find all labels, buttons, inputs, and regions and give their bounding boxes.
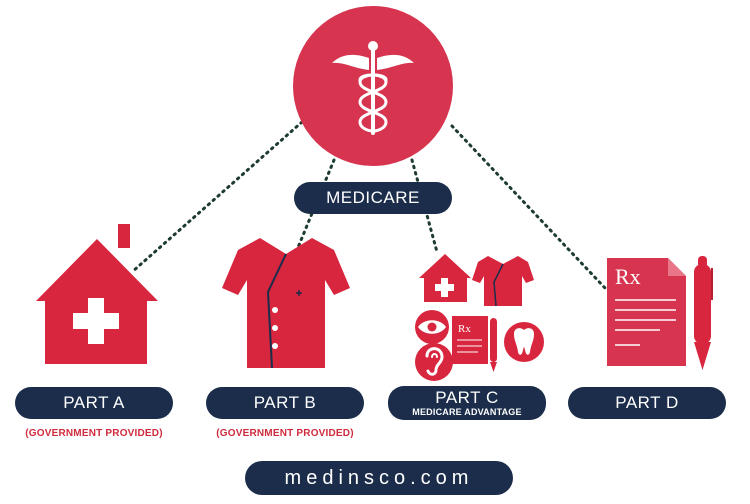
part-b-caption: (GOVERNMENT PROVIDED)	[216, 428, 354, 439]
part-a-caption: (GOVERNMENT PROVIDED)	[25, 428, 163, 439]
mini-scrubs-icon	[472, 256, 534, 307]
website-pill: medinsco.com	[245, 461, 513, 495]
connector-part-b	[290, 158, 336, 264]
eye-icon	[415, 310, 449, 344]
tooth-icon	[504, 322, 544, 362]
mini-prescription-icon: Rx	[452, 316, 497, 372]
prescription-pen-icon: Rx	[607, 256, 713, 370]
part-c-sublabel: MEDICARE ADVANTAGE	[412, 407, 522, 417]
hospital-house-icon	[36, 224, 158, 364]
svg-text:Rx: Rx	[458, 323, 471, 335]
part-a-label: PART A	[63, 393, 125, 412]
connector-part-a	[130, 120, 304, 274]
part-a-pill: PART A	[15, 387, 173, 419]
svg-text:Rx: Rx	[615, 264, 641, 289]
combined-benefits-icon: Rx	[415, 254, 544, 381]
medicare-label-pill: MEDICARE	[294, 182, 452, 214]
part-c-label: PART C	[435, 388, 499, 407]
part-b-pill: PART B	[206, 387, 364, 419]
ear-icon	[415, 343, 453, 381]
part-d-label: PART D	[615, 393, 679, 412]
medical-scrubs-icon	[222, 238, 350, 369]
medicare-circle	[293, 6, 453, 166]
connector-part-d	[450, 124, 607, 290]
part-c-pill: PART C MEDICARE ADVANTAGE	[388, 386, 546, 420]
part-b-label: PART B	[253, 393, 317, 412]
mini-house-icon	[419, 254, 471, 302]
caduceus-icon	[332, 41, 414, 135]
medicare-label: MEDICARE	[326, 188, 420, 207]
website-text: medinsco.com	[284, 466, 474, 489]
part-d-pill: PART D	[568, 387, 726, 419]
